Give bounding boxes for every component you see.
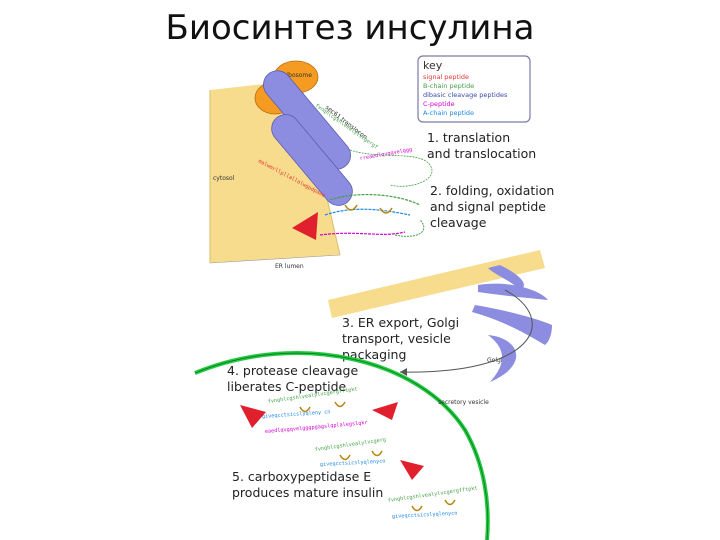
svg-text:giveqcctsicslyqleny cn: giveqcctsicslyqleny cn [262, 409, 331, 420]
key-item-cpeptide: C-peptide [423, 100, 455, 108]
protease-right [372, 402, 398, 420]
step3-line2: transport, vesicle [342, 331, 451, 346]
insulin-intermediate: fvnqhlcgshlvealylvcgerg giveqcctsicslyql… [314, 437, 386, 468]
svg-text:fvnqhlcgshlvealylvcgerg: fvnqhlcgshlvealylvcgerg [314, 437, 386, 453]
step2-line1: 2. folding, oxidation [430, 183, 554, 198]
key-item-dibasic: dibasic cleavage peptides [423, 91, 508, 99]
golgi-apparatus [472, 265, 552, 382]
key-item-achain: A-chain peptide [423, 109, 474, 117]
step4-line2: liberates C-peptide [227, 379, 347, 394]
translocon [263, 70, 353, 206]
folded-proinsulin [319, 193, 425, 237]
vesicle-label: secretory vesicle [438, 399, 489, 406]
er-lumen-label: ER lumen [275, 263, 304, 270]
key-item-bchain: B-chain peptide [423, 82, 474, 90]
key-title: key [423, 59, 443, 72]
svg-text:fvnqhlcgshlvealylvcgergfftpkt: fvnqhlcgshlvealylvcgergfftpkt [387, 485, 478, 504]
ribosome-label: ribosome [284, 72, 312, 79]
svg-text:rreaedlqvgqvelggg: rreaedlqvgqvelggg [359, 147, 412, 162]
cytosol-label: cytosol [213, 175, 235, 182]
key-item-signal: signal peptide [423, 73, 469, 81]
step2-line3: cleavage [430, 215, 487, 230]
step3-line1: 3. ER export, Golgi [342, 315, 459, 330]
step5-line2: produces mature insulin [232, 485, 383, 500]
signal-peptidase [292, 212, 318, 240]
key-legend: key signal peptide B-chain peptide dibas… [417, 55, 531, 123]
step1-line1: 1. translation [427, 130, 510, 145]
svg-text:giveqcctsicslyqlenycn: giveqcctsicslyqlenycn [392, 511, 458, 520]
step4-line1: 4. protease cleavage [227, 363, 358, 378]
step1-line2: and translocation [427, 146, 536, 161]
step5-line1: 5. carboxypeptidase E [232, 469, 371, 484]
svg-text:eaedlqvgqvelgggpgagslqplalegsl: eaedlqvgqvelgggpgagslqplalegslqkr [265, 420, 368, 435]
transport-arrow [399, 289, 533, 373]
svg-text:giveqcctsicslyqlenycn: giveqcctsicslyqlenycn [320, 459, 386, 468]
step3-line3: packaging [342, 347, 406, 362]
step2-line2: and signal peptide [430, 199, 546, 214]
mature-insulin: fvnqhlcgshlvealylvcgergfftpkt giveqcctsi… [387, 485, 478, 520]
carboxypeptidase [400, 460, 424, 480]
er-export-band [328, 250, 545, 318]
slide-title: Биосинтез инсулина [165, 8, 535, 48]
protease-left [240, 405, 266, 428]
